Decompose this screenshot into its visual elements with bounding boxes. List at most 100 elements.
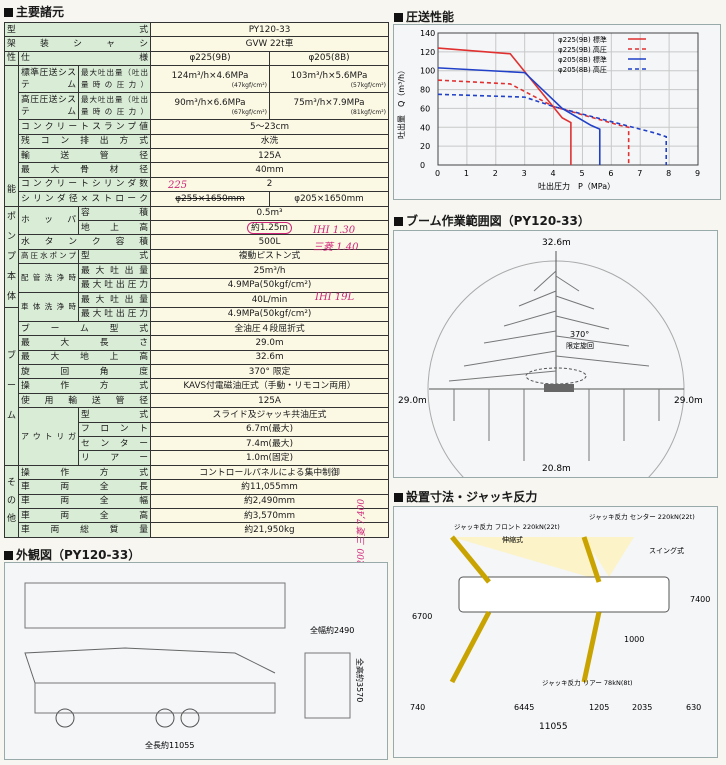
wheel-icon [180,708,200,728]
cyl-size-label: シリンダ径×ストローク [17,191,152,207]
side-label-noh: 能 [4,65,19,207]
std-system-label: 標準圧送システム [18,65,79,94]
boom-h-value: 32.6m [150,349,390,366]
y-tick-label: 40 [420,123,430,132]
residual-value: 水洗 [150,133,390,149]
hopper-cap-value: 0.5m³ [150,205,390,221]
exterior-panel: 全幅約2490 全高約3570 全長約11055 [4,562,388,760]
hopper-cap-label: 容 積 [77,205,152,221]
truck-outline [458,576,670,613]
center-arc [584,537,634,577]
square-bullet-icon [394,217,403,226]
dim-1000: 1000 [624,635,644,644]
std-8b-value: 103m³/h×5.6MPa(57kgf/cm²) [269,65,390,94]
handwritten-ihi-hopper: IHI 1.30 [313,225,356,236]
y-tick-label: 20 [420,142,430,151]
hopper-label: ホッパ [18,205,79,236]
x-tick-label: 3 [522,169,527,178]
legend-label: φ225(9B) 高圧 [558,45,607,54]
or-rear-value: 1.0m(固定) [150,450,390,466]
table-row: 車両総質量約21,950kg [5,522,390,538]
slump-label: コンクリートスランプ値 [17,119,152,135]
truck-icon [544,384,574,392]
pipewash-flow: 25m³/h [150,263,390,279]
width-value: 約2,490mm [150,493,390,509]
hopper-h-label: 地 上 高 [77,219,152,236]
std-sub-label: 最大吐出量（吐出量時の圧力） [77,65,152,94]
bodywash-label: 車体洗浄時 [18,291,79,322]
pipewash-label: 配管洗浄時 [18,263,79,293]
dim-7400: 7400 [690,595,710,604]
legend-label: φ225(9B) 標準 [558,35,607,44]
side-label-perf: 性 [4,50,19,67]
pipe-value: 125A [150,147,390,164]
spec-section-title: 主要諸元 [4,3,64,20]
table-row: 高圧水ポンプ型 式複動ピストン式 [5,248,390,265]
wpump-type-value: 複動ピストン式 [150,248,390,265]
dim-2035: 2035 [632,703,652,712]
series-line [437,67,601,165]
hp-8b-value: 75m³/h×7.9MPa(81kgf/cm²) [269,92,390,121]
wheel-icon [155,708,175,728]
table-row: 車両全幅約2,490mm [5,493,390,509]
y-tick-label: 80 [420,86,430,95]
chassis-value: GVW 22t車 [150,36,390,52]
aggregate-value: 40mm [150,162,390,178]
front-leg-left [450,535,491,584]
len-value: 約11,055mm [150,479,390,495]
tank-value: 500L [150,234,390,250]
flow-label: 最大吐出量 [77,263,152,279]
boom-len-label: 最大長さ [17,335,152,351]
side-label-pump: ポンプ本体 [4,205,19,308]
boom-arcs-left [448,270,557,382]
boom-left-label: 29.0m [398,396,427,406]
telescopic-label: 伸縮式 [502,535,523,544]
square-bullet-icon [4,551,13,560]
bodywash-flow: 40L/min [150,292,390,308]
ctrl-value: コントロールパネルによる集中制御 [150,464,390,481]
outrigger-panel: ジャッキ反力 フロント 220kN(22t) ジャッキ反力 センター 220kN… [393,506,718,758]
table-row: 高圧圧送システム最大吐出量（吐出量時の圧力）90m³/h×6.6MPa(67kg… [5,92,390,121]
y-axis-label: 吐出量 Q（m³/h） [396,66,406,139]
cyl-count-value: 2 [150,176,390,193]
legend-label: φ205(8B) 標準 [558,55,607,64]
front-view-outline [304,652,351,719]
or-type-label: 型 式 [77,407,152,423]
side-label-boom: ブーム [4,306,19,466]
x-tick-label: 1 [464,169,469,178]
table-row: 車両全長約11,055mm [5,479,390,495]
exterior-length-label: 全長約11055 [145,740,194,750]
table-row: その他操作方式コントロールパネルによる集中制御 [4,464,390,538]
wheel-icon [55,708,75,728]
series-line [437,93,668,165]
boom-height-label: 32.6m [542,238,571,248]
side-label-other: その他 [4,464,19,538]
model-value: PY120-33 [150,21,390,38]
weight-label: 車両総質量 [17,522,152,538]
dim-6700: 6700 [412,612,432,621]
len-label: 車両全長 [17,479,152,495]
table-row: 車両全高約3,570mm [5,507,390,524]
cyl-count-label: コンクリートシリンダ数 [17,176,152,193]
legend-label: φ205(8B) 高圧 [558,65,607,74]
tank-label: 水タンク容積 [17,234,152,250]
center-leg-left [581,536,602,583]
exterior-height-label: 全高約3570 [355,658,365,702]
front-reaction-label: ジャッキ反力 フロント 220kN(22t) [454,522,560,531]
spec-8b: φ205(8B) [269,50,390,67]
center-leg-right [581,611,602,683]
pipe-label: 輸送管径 [17,147,152,164]
height-value: 約3,570mm [150,507,390,524]
center-reaction-label: ジャッキ反力 センター 220kN(22t) [589,512,695,521]
pressure-section-title: 圧送性能 [394,8,454,25]
